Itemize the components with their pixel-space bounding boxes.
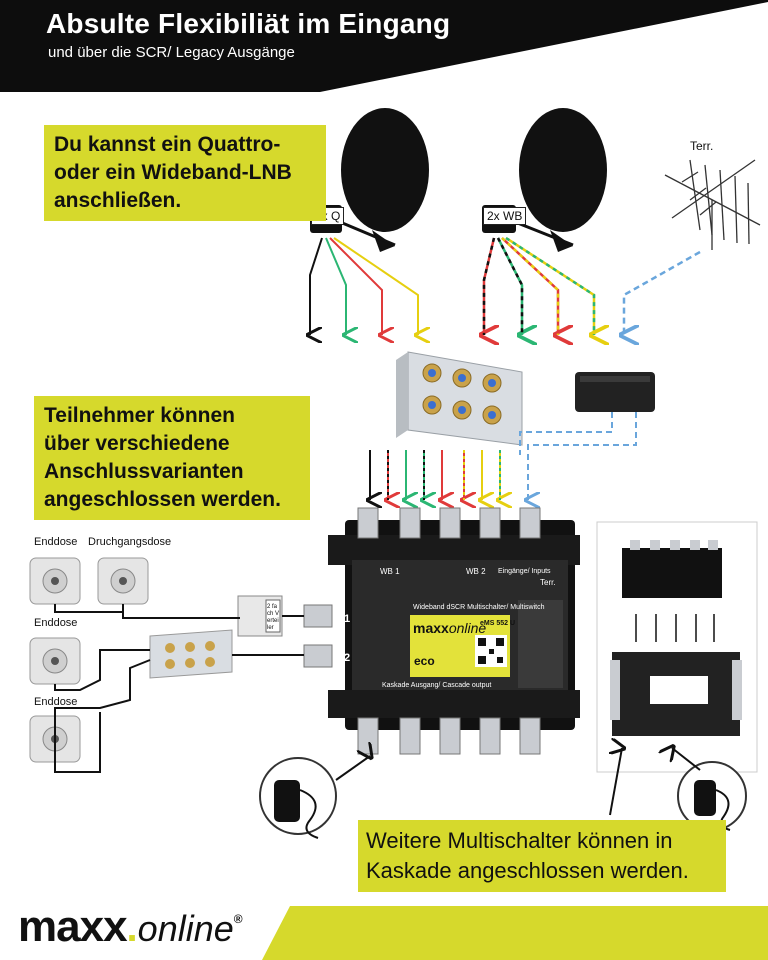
brand-logo-reg: ®: [233, 912, 243, 926]
callout-participants-line4: angeschlossen werden.: [44, 488, 281, 511]
socket-label-enddose-3: Enddose: [34, 696, 78, 708]
socket-label-enddose-1: Enddose: [34, 536, 78, 548]
ms-brand: maxxonline: [413, 620, 486, 636]
ms-in-wb2: WB 2: [466, 567, 486, 576]
page-subtitle: und über die SCR/ Legacy Ausgänge: [48, 44, 295, 61]
terr-label: Terr.: [690, 139, 714, 153]
power-cable-left: [335, 756, 370, 781]
footer-band: [262, 906, 768, 960]
ms-out-label: Kaskade Ausgang/ Cascade output: [382, 682, 492, 689]
cascade-arrow: [610, 748, 622, 816]
terr-cable: [519, 412, 613, 455]
cables-wideband: [484, 236, 701, 335]
cables-to-multiswitch: [370, 450, 500, 500]
callout-participants: Teilnehmer können über verschiedene Ansc…: [34, 396, 310, 520]
power-supply-right: [677, 761, 747, 831]
ms-in-terr: Terr.: [540, 578, 556, 587]
power-cable-right: [672, 748, 701, 771]
socket-label-durchgangsdose: Druchgangsdose: [88, 536, 172, 548]
ms-brand-suffix: online: [448, 620, 487, 636]
socket-cables: [54, 604, 304, 773]
power-supply-left: [259, 757, 337, 839]
callout-participants-line3: Anschlussvarianten: [44, 460, 244, 483]
ms-title: Wideband dSCR Multischalter/ Multiswitch: [413, 604, 545, 611]
wall-sockets: [29, 557, 149, 763]
callout-lnb: Du kannst ein Quattro- oder ein Wideband…: [44, 125, 326, 221]
callout-lnb-line2: oder ein Wideband-LNB: [54, 161, 292, 184]
terrestrial-antenna: [664, 159, 761, 250]
ms-model: eMS 552 U: [480, 620, 516, 627]
cables-quattro: [310, 237, 418, 335]
splitter-label: 2 fach Verteiler: [267, 604, 280, 631]
terrestrial-amplifier: [575, 372, 655, 412]
ms-brand-main: maxx: [413, 620, 449, 636]
ms-eco: eco: [414, 654, 435, 668]
callout-lnb-line1: Du kannst ein Quattro-: [54, 133, 281, 156]
brand-logo-sub: online: [137, 908, 234, 949]
lnb-bracket: [396, 351, 523, 446]
brand-logo: maxx.online®: [18, 902, 243, 952]
callout-lnb-line3: anschließen.: [54, 189, 182, 212]
ms-out-1: 1: [344, 613, 351, 625]
ms-in-wb1: WB 1: [380, 567, 400, 576]
terr-cable-2: [528, 412, 637, 500]
page-title: Absulte Flexibiliät im Eingang: [46, 8, 451, 39]
brand-logo-main: maxx: [18, 902, 128, 951]
multiswitch-main: [303, 507, 580, 755]
callout-cascade-line2: Kaskade angeschlossen werden.: [366, 858, 689, 883]
ms-out-2: 2: [344, 652, 351, 664]
brand-logo-dot: .: [126, 906, 138, 950]
callout-cascade: Weitere Multischalter können in Kaskade …: [358, 820, 726, 892]
callout-cascade-line1: Weitere Multischalter können in: [366, 828, 673, 853]
satellite-dish-quattro: [310, 108, 429, 252]
dish2-label: 2x WB: [483, 207, 527, 225]
ms-in-label: Eingänge/ Inputs: [498, 568, 551, 575]
callout-participants-line2: über verschiedene: [44, 432, 230, 455]
callout-participants-line1: Teilnehmer können: [44, 404, 235, 427]
header-band: [0, 0, 768, 92]
socket-label-enddose-2: Enddose: [34, 617, 78, 629]
mini-multiswitch: [149, 629, 233, 679]
cascade-panel: [596, 521, 758, 773]
satellite-dish-wideband: [482, 108, 607, 252]
splitter-2way: [237, 595, 283, 637]
